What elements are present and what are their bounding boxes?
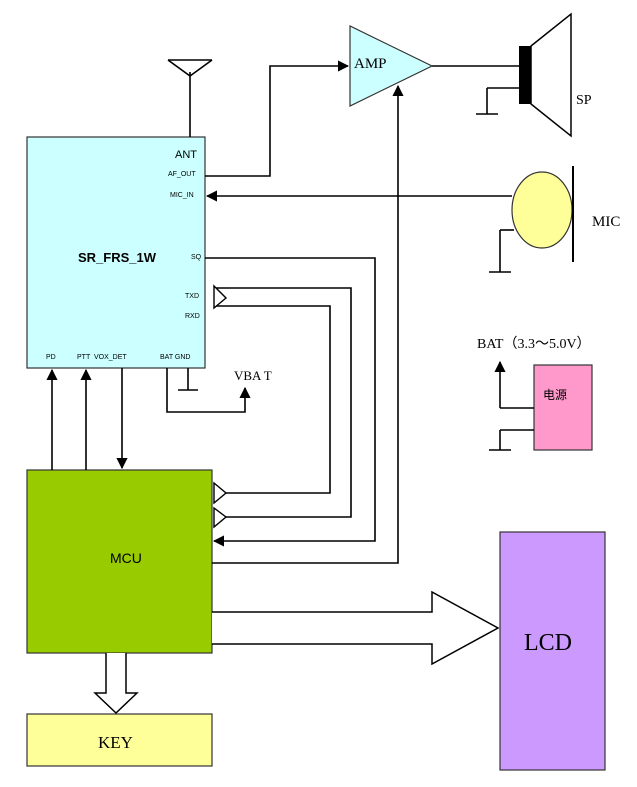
rf-module-block (26, 136, 206, 369)
amp-label: AMP (354, 56, 387, 72)
pin-ant: ANT (175, 149, 197, 161)
pin-ptt: PTT (77, 354, 91, 361)
amp-control-wire (212, 84, 404, 564)
vbat-label: VBA T (234, 368, 272, 383)
pin-pd: PD (46, 354, 56, 361)
af-out-wire (205, 60, 350, 177)
speaker-label: SP (576, 93, 592, 108)
key-bus-arrow (93, 653, 139, 715)
pin-sq: SQ (191, 254, 202, 261)
antenna-icon (167, 59, 213, 137)
mic-label: MIC (592, 214, 620, 230)
amp-block (349, 25, 434, 107)
pin-vox-det: VOX_DET (94, 354, 127, 361)
power-block (533, 364, 593, 451)
speaker-icon (432, 12, 572, 138)
pin-mic-in: MIC_IN (170, 192, 194, 199)
mcu-block (26, 469, 213, 654)
key-label: KEY (98, 733, 133, 752)
lcd-bus-arrow (212, 590, 500, 666)
microphone-icon (489, 166, 574, 273)
key-block (26, 713, 213, 767)
lcd-label: LCD (524, 630, 572, 656)
lcd-block (499, 531, 606, 771)
power-label: 电源 (543, 388, 567, 402)
bat-label: BAT（3.3～5.0V） (477, 336, 591, 352)
pin-txd: TXD (185, 293, 199, 300)
txd-wire-inner (214, 305, 331, 494)
rf-module-label: SR_FRS_1W (78, 250, 157, 265)
mcu-label: MCU (110, 550, 142, 566)
pin-rxd: RXD (185, 313, 200, 320)
pin-bat-gnd: BAT GND (160, 354, 190, 361)
sq-wire (205, 257, 376, 547)
pin-af-out: AF_OUT (168, 171, 196, 178)
txd-wire-outer (214, 287, 352, 518)
